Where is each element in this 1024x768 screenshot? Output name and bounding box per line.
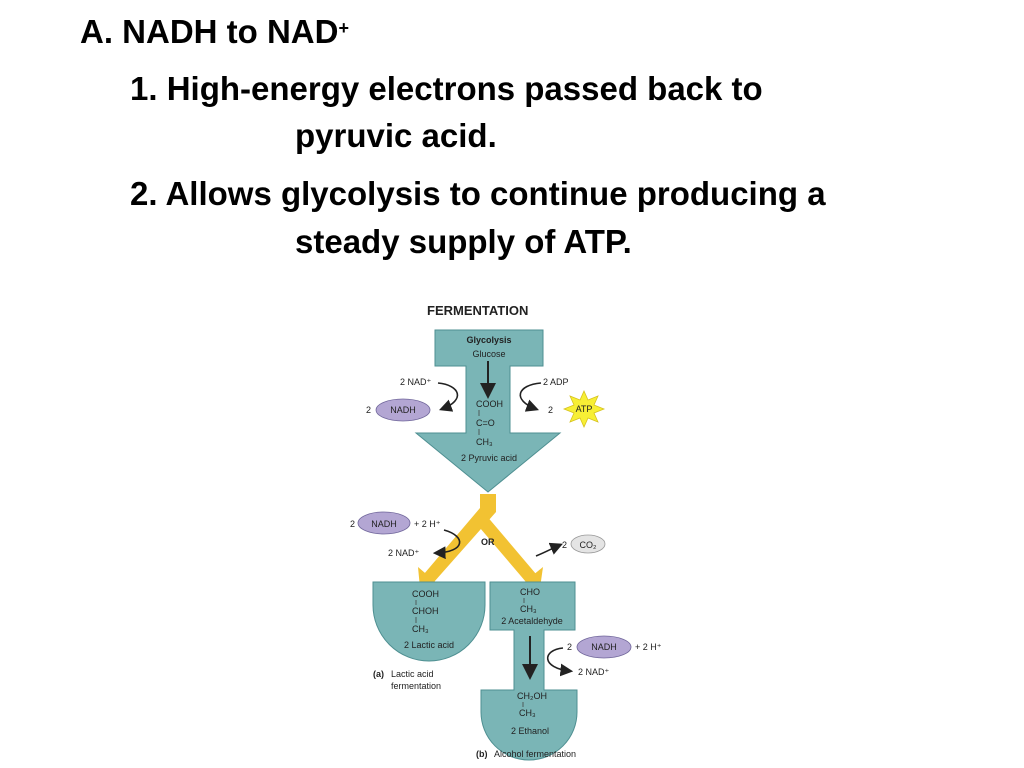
caption-a-line-1: Lactic acid [391, 669, 434, 679]
ethanol-ch2oh: CH₂OH [517, 691, 547, 701]
pyruvate-cooh: COOH [476, 399, 503, 409]
nadh-label-right: NADH [591, 642, 617, 652]
plus-h-mid: + 2 H⁺ [414, 519, 441, 529]
nadh-ellipse-mid [357, 511, 411, 535]
co2-coef: 2 [562, 540, 567, 550]
atp-coef: 2 [548, 405, 553, 415]
ethanol-label: 2 Ethanol [511, 726, 549, 736]
adp-label: 2 ADP [543, 377, 569, 387]
nad-mid: 2 NAD⁺ [388, 548, 420, 558]
acetaldehyde-cho: CHO [520, 587, 540, 597]
nadh-ellipse-left [375, 398, 431, 422]
heading-superscript: + [338, 18, 349, 38]
glucose-label: Glucose [472, 349, 505, 359]
alcohol-branch-arrow-body [480, 508, 536, 582]
nadh-oxidation-arrow-right [546, 647, 574, 677]
atp-starburst [562, 390, 606, 428]
ethanol-ch3: CH₃ [519, 708, 536, 718]
glycolysis-label: Glycolysis [466, 335, 511, 345]
atp-synthesis-arrow [519, 382, 542, 412]
nadh-ellipse-right [576, 635, 632, 659]
atp-label: ATP [576, 404, 593, 414]
point-1-line-1: 1. High-energy electrons passed back to [130, 70, 763, 107]
nad-in-left: 2 NAD⁺ [400, 377, 432, 387]
figure-title: FERMENTATION [427, 303, 528, 318]
caption-b: Alcohol fermentation [494, 749, 576, 759]
lactic-choh: CHOH [412, 606, 439, 616]
lactic-acid-bowl [372, 581, 486, 662]
or-label: OR [481, 537, 495, 547]
nadh-right-coef: 2 [567, 642, 572, 652]
acetaldehyde-ch3: CH₃ [520, 604, 537, 614]
point-2-line-2: steady supply of ATP. [295, 223, 632, 260]
lactic-cooh: COOH [412, 589, 439, 599]
lactic-acid-label: 2 Lactic acid [404, 640, 454, 650]
nadh-label-mid: NADH [371, 519, 397, 529]
slide-heading: A. NADH to NAD+ [80, 14, 349, 50]
co2-release-arrow [535, 542, 563, 557]
pyruvate-ch3: CH₃ [476, 437, 493, 447]
nadh-label-left: NADH [390, 405, 416, 415]
co2-ellipse [570, 534, 606, 554]
nad-reduction-arrow [437, 382, 459, 412]
heading-text: A. NADH to NAD [80, 13, 339, 50]
acetaldehyde-label: 2 Acetaldehyde [501, 616, 563, 626]
caption-a-line-2: fermentation [391, 681, 441, 691]
caption-a-tag: (a) [373, 669, 384, 679]
nadh-left-coef: 2 [366, 405, 371, 415]
point-2-line-1: 2. Allows glycolysis to continue produci… [130, 175, 826, 212]
co2-label: CO₂ [580, 540, 598, 550]
pyruvic-acid-label: 2 Pyruvic acid [461, 453, 517, 463]
lactic-ch3: CH₃ [412, 624, 429, 634]
glycolysis-funnel [414, 329, 562, 493]
pyruvate-co: C=O [476, 418, 495, 428]
plus-h-right: + 2 H⁺ [635, 642, 662, 652]
caption-b-tag: (b) [476, 749, 488, 759]
nad-right: 2 NAD⁺ [578, 667, 610, 677]
lactic-branch-arrow-body [424, 494, 496, 582]
nadh-mid-coef: 2 [350, 519, 355, 529]
point-1-line-2: pyruvic acid. [295, 117, 497, 154]
nadh-oxidation-arrow-mid [432, 529, 461, 560]
